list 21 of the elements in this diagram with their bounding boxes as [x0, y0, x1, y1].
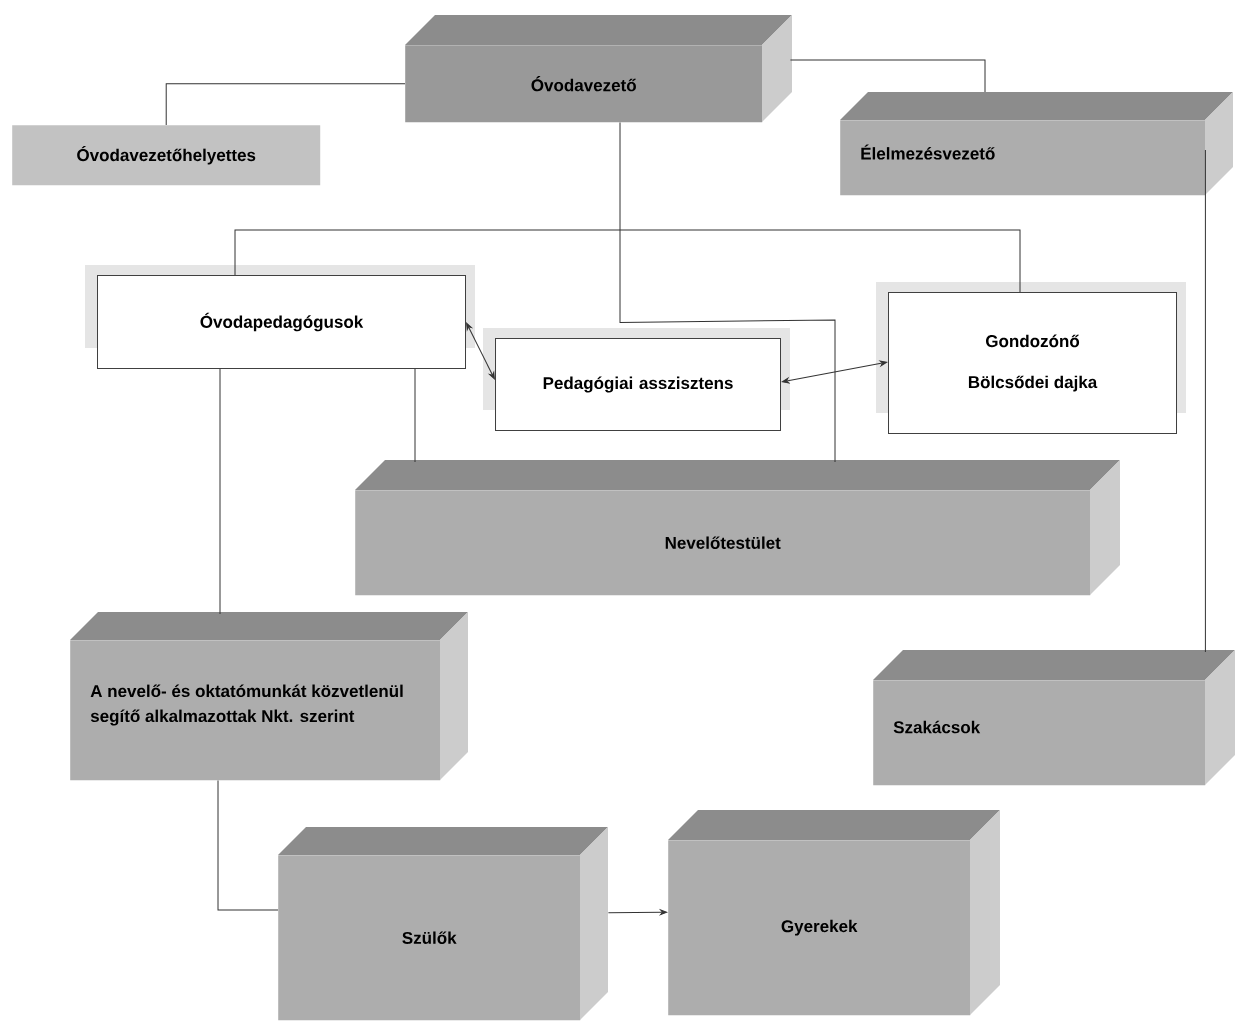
connector-line: [217, 779, 279, 911]
box-3d: A nevelő- és oktatómunkát közvetlenül segítő alkalmazottak Nkt. szerint: [70, 612, 468, 781]
connector-line: [165, 83, 406, 126]
arrow: [607, 909, 668, 916]
box-3d: Nevelőtestület: [355, 460, 1120, 596]
box-3d: Szülők: [278, 827, 608, 1021]
connector-line: [789, 59, 986, 93]
box-3d: Szakácsok: [873, 650, 1235, 786]
connector-line: [619, 121, 836, 463]
connector-line: [414, 368, 416, 463]
connector-line: [234, 229, 1021, 293]
arrow: [466, 322, 495, 380]
box-3d: Óvodavezető: [405, 15, 792, 123]
box-3d: Élelmezésvezető: [840, 92, 1233, 196]
role-box: Pedagógiai asszisztens: [483, 328, 790, 431]
label-box: Óvodavezetőhelyettes: [12, 125, 321, 186]
arrow: [781, 360, 888, 384]
box-3d: Gyerekek: [668, 810, 1000, 1016]
role-box: Gondozónő Bölcsődei dajka: [876, 282, 1186, 434]
role-box: Óvodapedagógusok: [85, 265, 475, 369]
connector-line: [219, 368, 221, 615]
